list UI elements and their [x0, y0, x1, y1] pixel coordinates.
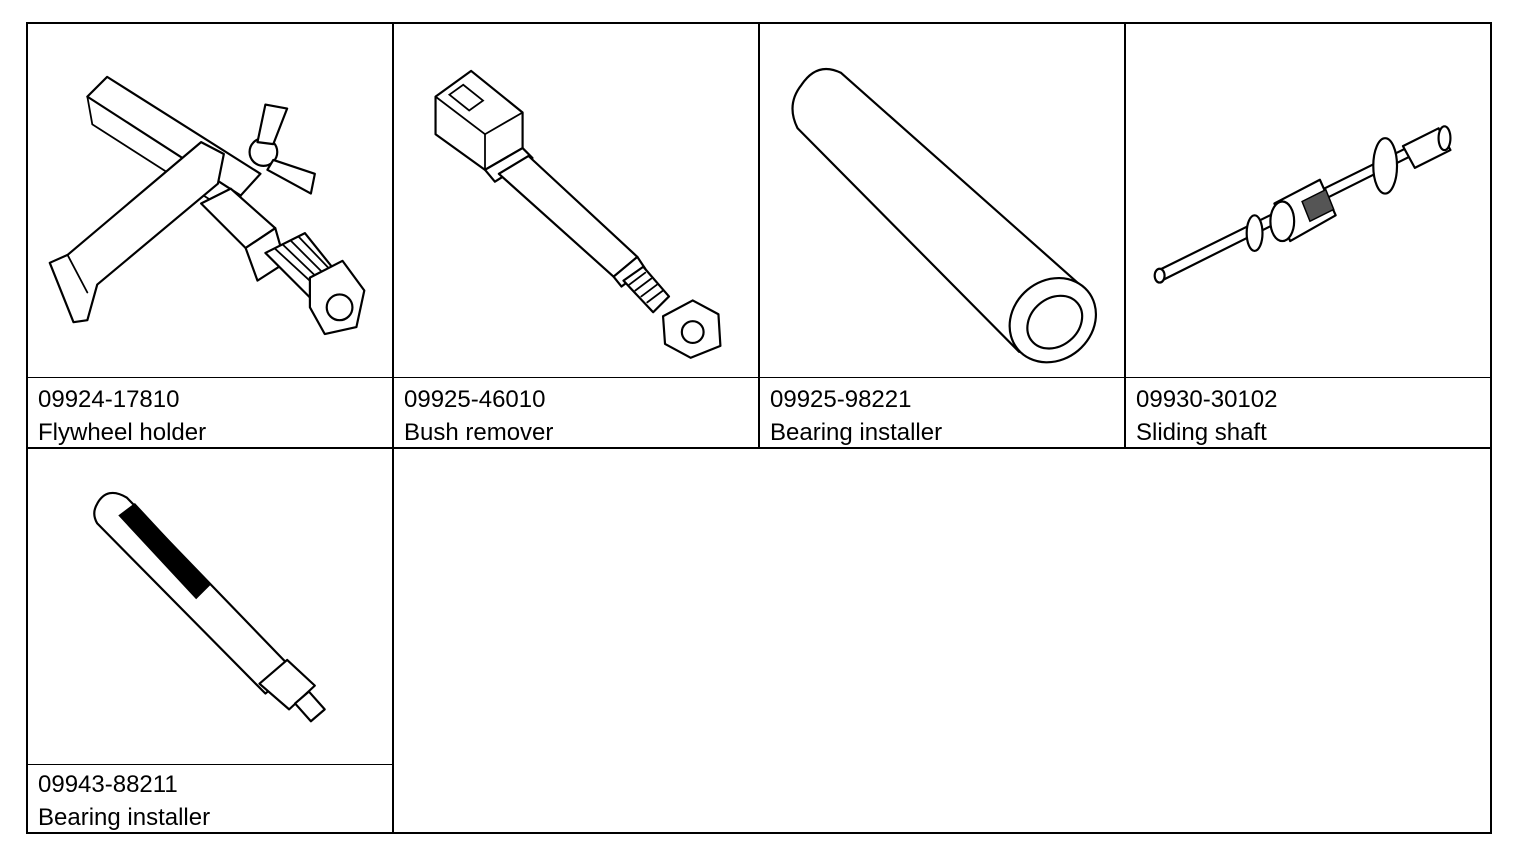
part-number: 09943-88211: [38, 771, 178, 798]
tool-caption: 09924-17810 Flywheel holder: [28, 379, 392, 447]
tool-name: Bearing installer: [38, 804, 211, 831]
tool-name: Bearing installer: [770, 419, 943, 446]
part-number: 09925-46010: [404, 386, 546, 413]
bush-remover-icon: [394, 24, 758, 378]
tool-caption: 09925-98221 Bearing installer: [760, 379, 1124, 447]
flywheel-holder-icon: [28, 24, 392, 378]
sliding-shaft-icon: [1126, 24, 1490, 378]
tool-cell-bearing-installer: 09925-98221 Bearing installer: [758, 22, 1126, 449]
tool-cell-bush-remover: 09925-46010 Bush remover: [392, 22, 760, 449]
part-number: 09930-30102: [1136, 386, 1278, 413]
tool-cell-bearing-installer-2: 09943-88211 Bearing installer: [26, 447, 394, 834]
special-tools-table: 09924-17810 Flywheel holder: [26, 22, 1492, 834]
empty-cell: [392, 447, 1492, 834]
bearing-installer-icon: [760, 24, 1124, 378]
tool-name: Sliding shaft: [1136, 419, 1267, 446]
part-number: 09925-98221: [770, 386, 912, 413]
bearing-installer-icon: [28, 449, 392, 765]
tool-caption: 09925-46010 Bush remover: [394, 379, 758, 447]
tool-cell-sliding-shaft: 09930-30102 Sliding shaft: [1124, 22, 1492, 449]
tool-cell-flywheel-holder: 09924-17810 Flywheel holder: [26, 22, 394, 449]
part-number: 09924-17810: [38, 386, 180, 413]
tool-caption: 09943-88211 Bearing installer: [28, 764, 392, 832]
tool-caption: 09930-30102 Sliding shaft: [1126, 379, 1490, 447]
tool-name: Flywheel holder: [38, 419, 207, 446]
tool-name: Bush remover: [404, 419, 554, 446]
